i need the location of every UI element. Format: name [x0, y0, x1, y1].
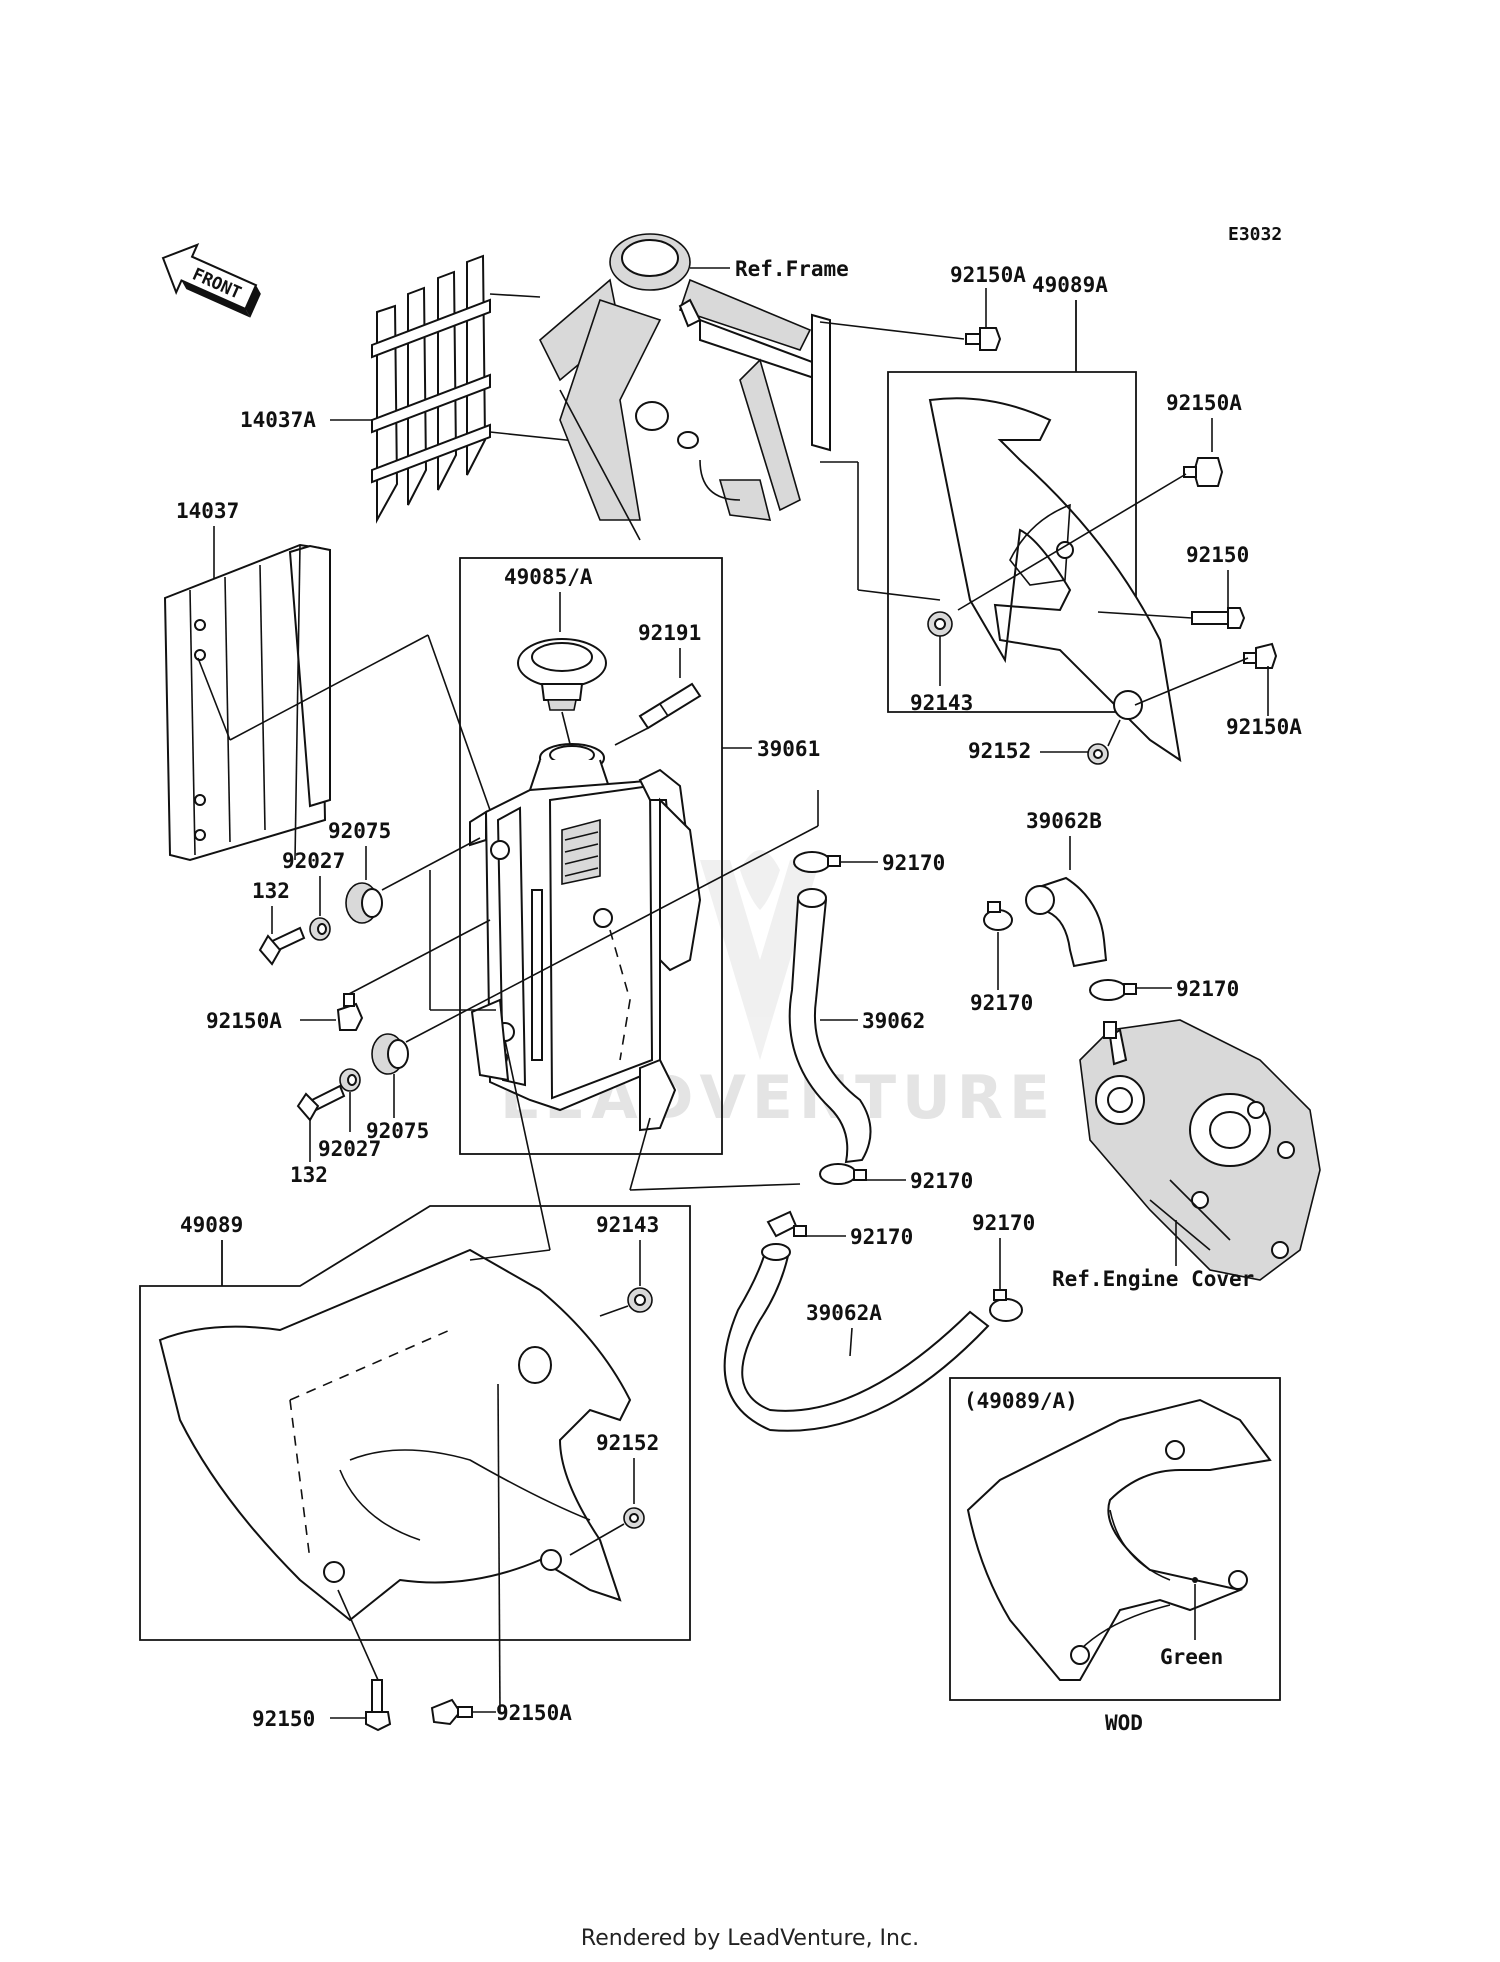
part-label-39062: 39062 — [862, 1009, 925, 1033]
grommet-icon-92152-right — [1087, 743, 1109, 765]
watermark-logo — [700, 850, 820, 1060]
part-label-39062A: 39062A — [806, 1301, 882, 1325]
radiator-guard-14037A — [371, 254, 491, 524]
ref-engine-cover-label: Ref.Engine Cover — [1052, 1267, 1254, 1291]
bolt-icon-92150A-right1 — [1183, 457, 1224, 487]
inset-color-note: Green — [1160, 1645, 1223, 1669]
clamp-icon-92170-b — [819, 1163, 867, 1185]
part-label-49089A: 49089A — [1032, 273, 1108, 297]
bolt-icon-132-top — [258, 926, 306, 966]
washer-icon-92027-bottom — [339, 1068, 361, 1092]
part-label-49085A: 49085/A — [504, 565, 593, 589]
engine-cover-reference — [1079, 1019, 1321, 1281]
part-label-39062B: 39062B — [1026, 809, 1102, 833]
part-label-92170-c: 92170 — [850, 1225, 913, 1249]
radiator-shroud-49089A — [928, 397, 1182, 763]
clamp-icon-92170-e — [983, 901, 1013, 931]
hose-39062A — [723, 1243, 990, 1432]
bolt-icon-92150A-right2 — [1243, 642, 1278, 669]
grommet-icon-92152-left — [623, 1507, 645, 1529]
ref-frame-label: Ref.Frame — [735, 257, 849, 281]
bolt-icon-92150-bottom — [365, 1679, 392, 1732]
radiator-cap-49085A — [517, 638, 607, 711]
radiator-core — [469, 743, 702, 1132]
clamp-icon-92170-f — [1089, 979, 1137, 1001]
part-label-132-bottom: 132 — [290, 1163, 328, 1187]
clamp-icon-92170-a — [793, 851, 841, 873]
part-label-92143-right: 92143 — [910, 691, 973, 715]
bolt-icon-132-bottom — [296, 1084, 346, 1122]
part-label-92027-bottom: 92027 — [318, 1137, 381, 1161]
part-label-92150A-top: 92150A — [950, 263, 1026, 287]
part-label-39061: 39061 — [757, 737, 820, 761]
front-arrow-icon: FRONT — [161, 243, 261, 318]
part-label-92170-b: 92170 — [910, 1169, 973, 1193]
hose-39062 — [788, 888, 872, 1164]
inset-title: (49089/A) — [964, 1389, 1078, 1413]
hose-39062B — [1025, 876, 1108, 968]
part-label-92075-bottom: 92075 — [366, 1119, 429, 1143]
part-label-92150-right: 92150 — [1186, 543, 1249, 567]
clamp-icon-92170-d — [989, 1289, 1023, 1322]
part-label-92170-d: 92170 — [972, 1211, 1035, 1235]
grommet-icon-92075-bottom — [371, 1033, 409, 1075]
part-label-92152-right: 92152 — [968, 739, 1031, 763]
frame-reference — [539, 233, 831, 541]
grommet-icon-92143-left — [627, 1287, 653, 1313]
breather-hose-92191 — [638, 682, 702, 730]
part-label-92170-e: 92170 — [970, 991, 1033, 1015]
part-label-92150A-bottom: 92150A — [496, 1701, 572, 1725]
part-label-92170-f: 92170 — [1176, 977, 1239, 1001]
part-label-92150A-right1: 92150A — [1166, 391, 1242, 415]
grommet-icon-92075-top — [345, 882, 383, 924]
bolt-icon-92150-right — [1191, 607, 1246, 629]
inset-variant: WOD — [1105, 1711, 1143, 1735]
diagram-code: E3032 — [1228, 224, 1282, 245]
part-label-92150A-right2: 92150A — [1226, 715, 1302, 739]
washer-icon-92027-top — [309, 917, 331, 941]
part-label-92075-top: 92075 — [328, 819, 391, 843]
part-label-92150A-left: 92150A — [206, 1009, 282, 1033]
grommet-icon-92143-right — [927, 611, 953, 637]
part-label-92191: 92191 — [638, 621, 701, 645]
clamp-icon-92170-c — [766, 1210, 807, 1238]
part-label-49089: 49089 — [180, 1213, 243, 1237]
radiator-guard-14037 — [163, 543, 331, 862]
part-label-92150-bottom: 92150 — [252, 1707, 315, 1731]
part-label-14037A: 14037A — [240, 408, 316, 432]
bolt-icon-92150A-bottom — [430, 1698, 473, 1726]
part-label-92170-a: 92170 — [882, 851, 945, 875]
part-label-92152-left: 92152 — [596, 1431, 659, 1455]
inset-shroud-49089A — [966, 1398, 1272, 1681]
part-label-92143-left: 92143 — [596, 1213, 659, 1237]
footer-credit: Rendered by LeadVenture, Inc. — [580, 1926, 920, 1951]
bolt-icon-92150A-left — [336, 993, 364, 1031]
part-label-132-top: 132 — [252, 879, 290, 903]
bolt-icon-92150A-top — [965, 327, 1002, 351]
part-label-92027-top: 92027 — [282, 849, 345, 873]
radiator-shroud-49089 — [158, 1248, 632, 1622]
part-label-14037: 14037 — [176, 499, 239, 523]
